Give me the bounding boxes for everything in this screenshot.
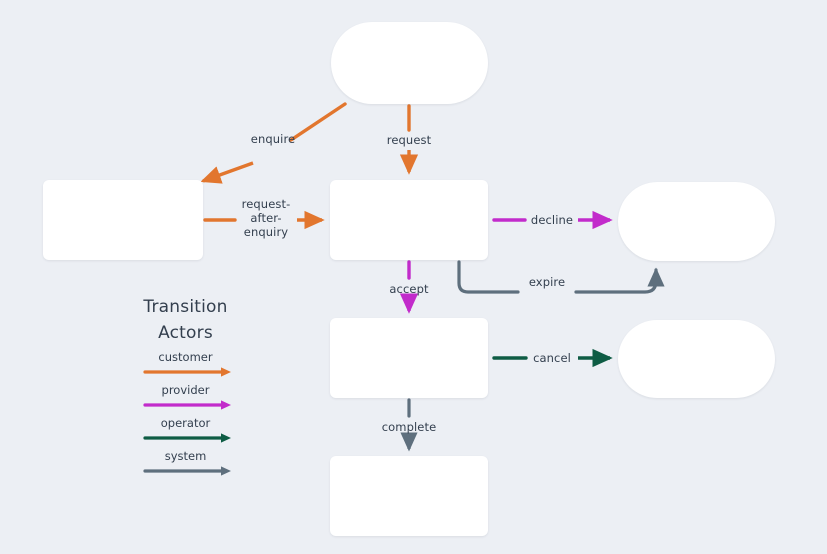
- legend-label-customer: customer: [158, 350, 213, 364]
- edge-label-request: request: [386, 133, 432, 147]
- edge-label-line-1: request-: [241, 197, 291, 211]
- legend-arrow-system: [143, 466, 231, 476]
- edge-label-expire: expire: [528, 275, 566, 289]
- legend-item-system: system: [118, 448, 253, 478]
- legend-item-operator: operator: [118, 415, 253, 445]
- edge-label-decline: decline: [530, 213, 574, 227]
- legend-title-line-2: Actors: [158, 323, 213, 343]
- edge-label-complete: complete: [381, 420, 437, 434]
- node-accepted[interactable]: [330, 318, 488, 398]
- node-requested[interactable]: [330, 180, 488, 260]
- legend-label-operator: operator: [160, 416, 211, 430]
- legend: Transition Actors customer provider oper…: [118, 294, 253, 478]
- node-start[interactable]: [331, 22, 488, 104]
- legend-item-provider: provider: [118, 382, 253, 412]
- legend-arrow-operator: [143, 433, 231, 443]
- edge-expire: [457, 260, 665, 294]
- edge-label-request-after-enquiry: request- after- enquiry: [229, 197, 303, 239]
- edge-enquire: [200, 102, 347, 184]
- edge-label-line-2: after-: [250, 211, 282, 225]
- node-declined[interactable]: [618, 182, 775, 261]
- edge-label-enquire: enquire: [250, 132, 296, 146]
- edge-label-line-3: enquiry: [243, 225, 289, 239]
- node-enquiry[interactable]: [43, 180, 203, 260]
- legend-label-system: system: [164, 449, 207, 463]
- legend-title-line-1: Transition: [143, 297, 228, 317]
- node-cancelled[interactable]: [618, 320, 775, 398]
- legend-label-provider: provider: [161, 383, 210, 397]
- legend-item-customer: customer: [118, 349, 253, 379]
- edge-label-accept: accept: [389, 282, 429, 296]
- legend-arrow-customer: [143, 367, 231, 377]
- node-completed[interactable]: [330, 456, 488, 536]
- edge-label-cancel: cancel: [533, 351, 571, 365]
- legend-arrow-provider: [143, 400, 231, 410]
